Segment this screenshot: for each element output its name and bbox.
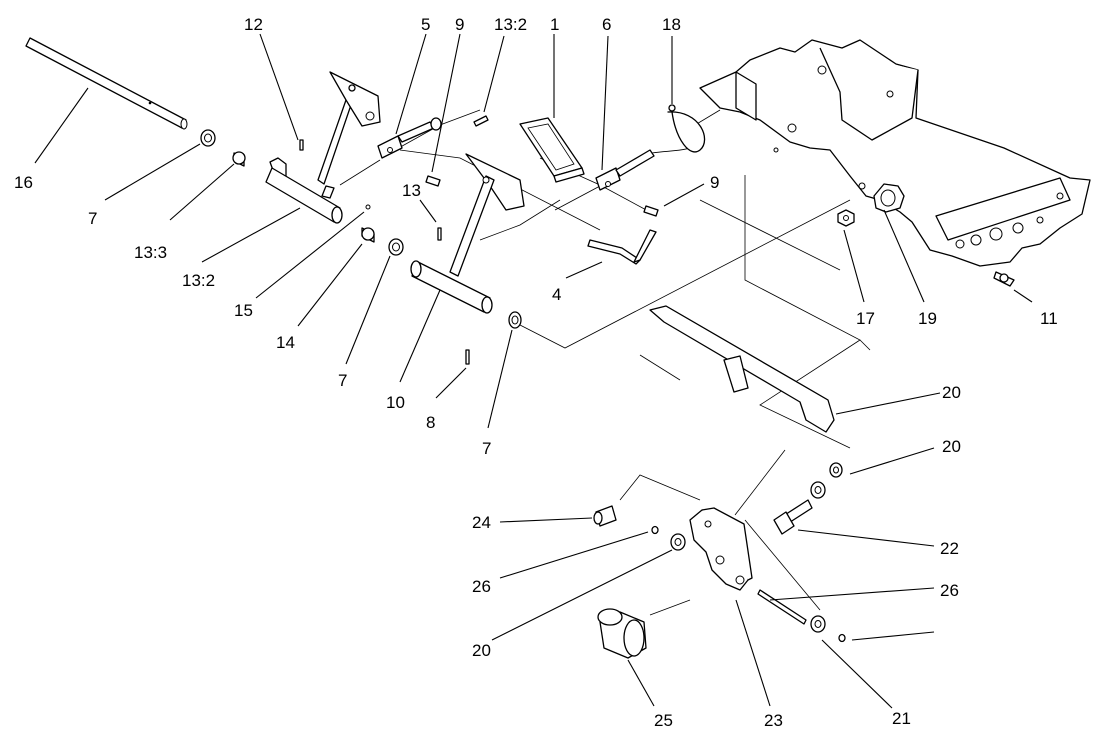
callout-25: 26 xyxy=(940,581,959,600)
part-12-clip xyxy=(473,115,489,127)
part-13-pedal-assembly xyxy=(265,71,381,224)
callout-12: 13:2 xyxy=(494,15,527,34)
part-26-ring-right xyxy=(838,633,846,643)
part-8-pin xyxy=(465,349,470,365)
callout-9-upper: 9 xyxy=(455,15,464,34)
part-17-spring-clip xyxy=(667,104,706,153)
callout-19: 20 xyxy=(942,383,961,402)
part-14-bolt xyxy=(993,271,1015,287)
callout-20-upper: 20 xyxy=(942,437,961,456)
part-9-pin-upper xyxy=(425,175,441,187)
callout-8: 8 xyxy=(426,413,435,432)
callout-22: 23 xyxy=(764,711,783,730)
part-13-3-clip xyxy=(365,204,371,210)
part-21-bolt xyxy=(773,499,813,535)
callout-10: 10 xyxy=(386,393,405,412)
callout-1: 1 xyxy=(550,15,559,34)
part-19-bracket xyxy=(649,305,835,433)
part-7-washer-left xyxy=(200,129,216,147)
callout-23: 24 xyxy=(472,513,491,532)
callout-labels: 12 5 9 13:2 1 6 18 16 7 13:3 13:2 15 14 … xyxy=(14,15,1058,730)
callout-13: 13:2 xyxy=(182,271,215,290)
part-26-ring-left xyxy=(651,525,659,535)
part-11-clip-lower xyxy=(437,227,442,241)
part-5-cable-clevis xyxy=(377,117,442,159)
part-13-2-bushing-lower xyxy=(361,227,375,243)
part-20-washer-left xyxy=(670,533,686,551)
part-20-washer-lower xyxy=(810,615,826,633)
callout-9-lower: 9 xyxy=(710,173,719,192)
part-23-bolt xyxy=(593,505,617,527)
part-7-washer-right xyxy=(508,311,522,329)
callout-26-left: 26 xyxy=(472,577,491,596)
callout-21: 22 xyxy=(940,539,959,558)
callout-15: 16 xyxy=(14,173,33,192)
part-24-roller xyxy=(597,608,647,659)
callout-13-2-lower: 14 xyxy=(276,333,295,352)
part-9-pin-lower xyxy=(643,205,659,217)
part-13-2-bushing-upper xyxy=(232,151,246,167)
callout-20-left: 20 xyxy=(472,641,491,660)
callout-17: 18 xyxy=(662,15,681,34)
callout-16: 17 xyxy=(856,309,875,328)
callout-14: 11 xyxy=(1040,309,1058,328)
leader-lines xyxy=(34,33,1033,709)
part-22-pivot-bracket xyxy=(689,507,753,591)
part-6-cable-clevis xyxy=(595,141,701,191)
part-18-flange-bearing xyxy=(873,183,905,213)
part-20-washers-upper xyxy=(810,462,843,499)
part-10-tube xyxy=(410,260,493,314)
callout-11-upper: 12 xyxy=(244,15,263,34)
callout-7-left: 7 xyxy=(88,209,97,228)
callout-4: 4 xyxy=(552,285,561,304)
callout-13-3: 15 xyxy=(234,301,253,320)
frame-bracket xyxy=(699,39,1091,267)
callout-18: 19 xyxy=(918,309,937,328)
callout-20-lower-right: 21 xyxy=(892,709,911,728)
part-16-nut xyxy=(837,209,855,227)
part-1-pad xyxy=(519,117,585,183)
callout-11-lower: 13 xyxy=(402,181,421,200)
callout-7-right: 7 xyxy=(482,439,491,458)
part-7-washer-mid xyxy=(388,238,404,256)
callout-5: 5 xyxy=(421,15,430,34)
part-25-pin xyxy=(757,589,807,625)
callout-13-2-upper: 13:3 xyxy=(134,243,167,262)
callout-6: 6 xyxy=(602,15,611,34)
callout-7-mid: 7 xyxy=(338,371,347,390)
part-second-pedal xyxy=(449,153,525,277)
callout-24: 25 xyxy=(654,711,673,730)
part-4-rod xyxy=(587,229,657,265)
part-15-shaft xyxy=(25,37,188,130)
part-11-clip-upper xyxy=(299,139,304,151)
